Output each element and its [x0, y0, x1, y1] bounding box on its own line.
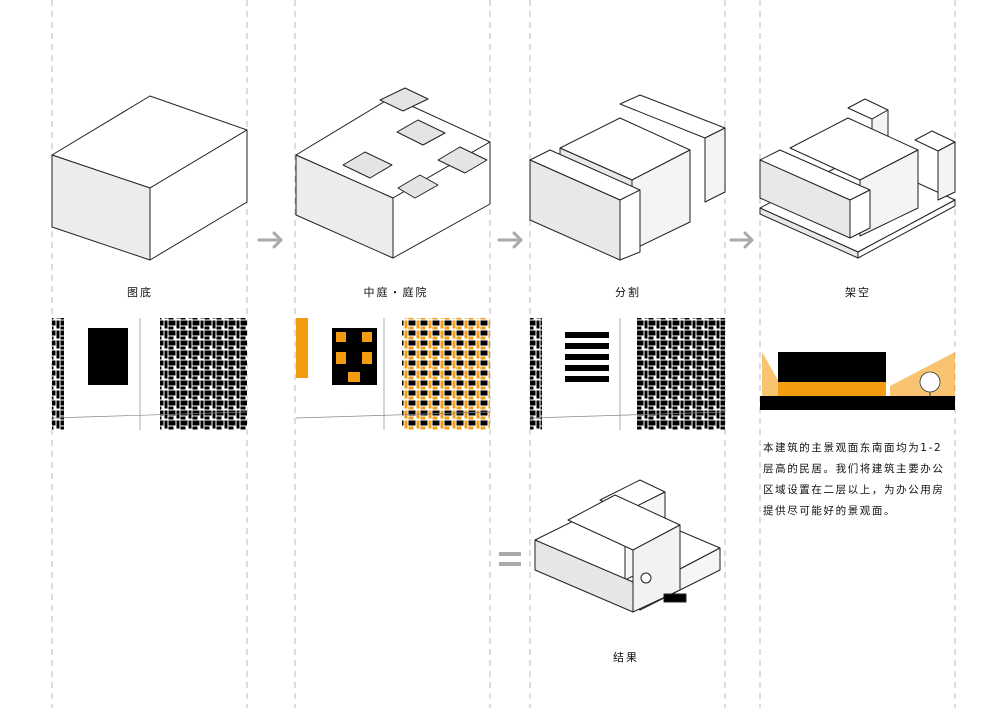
result-axonometric [534, 479, 721, 613]
chevron-right-arrow-icon [729, 231, 754, 249]
step-label-figure-ground: 图底 [127, 286, 153, 299]
site-plan-courtyard [295, 318, 491, 430]
step-label-courtyard: 中庭・庭院 [363, 286, 429, 299]
site-plan-split [529, 318, 726, 430]
massing-lifted-volumes [759, 98, 956, 259]
equals-icon [499, 552, 521, 566]
massing-courtyard-block [295, 87, 491, 259]
chevron-right-arrow-icon [497, 231, 523, 249]
massing-split-bars [529, 94, 726, 261]
chevron-right-arrow-icon [257, 231, 283, 249]
step-label-split: 分割 [615, 286, 641, 299]
step-label-lifted: 架空 [845, 286, 871, 299]
massing-solid-block [51, 95, 248, 261]
step-arrows [257, 231, 754, 249]
step-label-result: 结果 [613, 651, 639, 664]
site-plan-figure-ground [51, 318, 248, 430]
description-text: 本建筑的主景观面东南面均为1-2层高的民居。我们将建筑主要办公区域设置在二层以上… [763, 442, 945, 517]
section-drawing [760, 352, 955, 410]
